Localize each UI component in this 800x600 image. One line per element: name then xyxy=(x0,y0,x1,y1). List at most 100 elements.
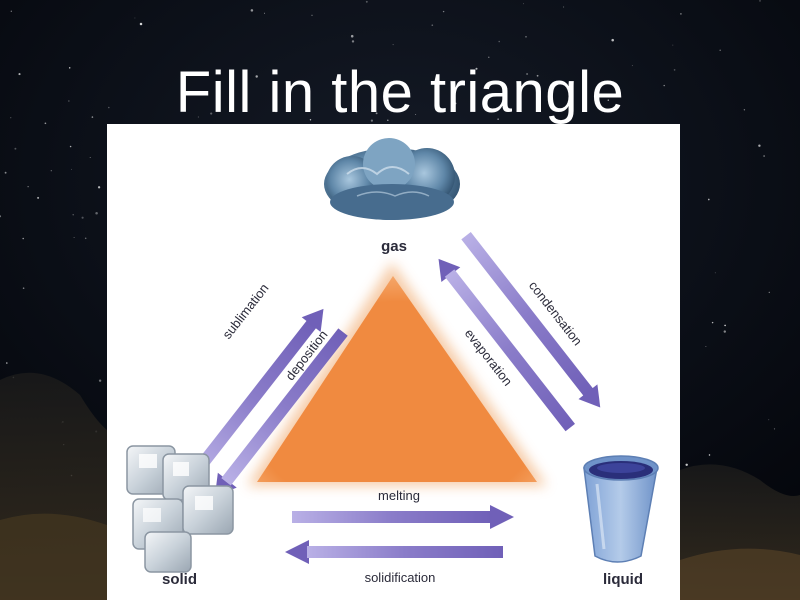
diagram-canvas: gas sublimation deposition condensation xyxy=(126,138,659,588)
star xyxy=(498,40,500,43)
star xyxy=(773,428,776,430)
cloud-icon xyxy=(324,138,460,220)
star xyxy=(708,454,711,456)
star xyxy=(69,145,72,148)
star xyxy=(197,116,199,118)
star xyxy=(673,69,676,71)
star xyxy=(631,65,633,67)
star xyxy=(10,10,12,12)
central-triangle-fill xyxy=(257,276,537,482)
ice-cubes-icon xyxy=(126,445,234,573)
star xyxy=(250,9,254,12)
star xyxy=(387,119,389,122)
star xyxy=(714,272,716,274)
star xyxy=(680,13,682,15)
star xyxy=(370,119,373,122)
process-label-condensation: condensation xyxy=(526,278,585,348)
star xyxy=(563,6,565,8)
star xyxy=(672,44,674,46)
star xyxy=(68,100,70,102)
star xyxy=(73,237,75,238)
star xyxy=(768,291,770,294)
star xyxy=(488,56,490,58)
star xyxy=(89,157,91,158)
star xyxy=(14,147,17,150)
star xyxy=(81,216,84,219)
state-label-liquid: liquid xyxy=(603,571,643,588)
star xyxy=(355,110,358,113)
star xyxy=(711,321,714,324)
star xyxy=(139,22,143,26)
condensation-arrow xyxy=(461,232,601,408)
star xyxy=(50,170,52,172)
star xyxy=(311,14,313,16)
star xyxy=(415,114,417,115)
states-of-matter-diagram: gas sublimation deposition condensation xyxy=(107,124,680,600)
star xyxy=(759,0,761,2)
star xyxy=(497,118,499,120)
star xyxy=(768,419,770,421)
star xyxy=(10,117,12,119)
star xyxy=(274,110,278,113)
star xyxy=(475,67,478,70)
star xyxy=(707,198,710,201)
star xyxy=(523,3,524,5)
sublimation-arrow xyxy=(190,308,324,477)
star xyxy=(350,34,354,38)
star xyxy=(4,171,7,174)
star xyxy=(98,379,102,382)
water-cup-icon xyxy=(583,455,659,563)
star xyxy=(72,213,74,216)
star xyxy=(37,196,40,199)
melting-arrow xyxy=(292,505,514,529)
slide-title: Fill in the triangle xyxy=(175,60,625,125)
star xyxy=(5,362,8,364)
star xyxy=(723,330,726,333)
star xyxy=(264,12,265,14)
star xyxy=(724,324,726,327)
star xyxy=(107,106,110,109)
star xyxy=(27,186,29,188)
star xyxy=(758,144,761,147)
star xyxy=(84,237,87,240)
star xyxy=(255,75,258,78)
star xyxy=(22,237,25,240)
star xyxy=(44,122,47,125)
star xyxy=(309,119,312,121)
star xyxy=(454,102,457,105)
star xyxy=(68,67,71,69)
star xyxy=(95,211,98,215)
star xyxy=(663,84,665,87)
star xyxy=(685,463,688,467)
star xyxy=(91,116,94,118)
star xyxy=(97,186,101,189)
state-label-gas: gas xyxy=(381,238,407,255)
star xyxy=(375,112,378,115)
star xyxy=(525,35,527,38)
solidification-arrow xyxy=(285,540,503,564)
star xyxy=(134,17,136,19)
star xyxy=(431,24,434,27)
star xyxy=(526,72,529,76)
star xyxy=(763,155,765,157)
star xyxy=(442,10,445,13)
star xyxy=(71,168,72,170)
star xyxy=(611,38,614,42)
star xyxy=(705,346,707,347)
star xyxy=(392,44,394,46)
star xyxy=(22,287,25,290)
star xyxy=(0,215,2,218)
star xyxy=(743,109,746,111)
star xyxy=(536,74,539,77)
process-label-sublimation: sublimation xyxy=(219,281,271,342)
star xyxy=(18,73,21,76)
process-label-solidification: solidification xyxy=(365,570,436,585)
evaporation-arrow xyxy=(438,258,575,432)
star xyxy=(365,0,368,3)
star xyxy=(719,49,721,52)
star xyxy=(210,112,213,115)
star xyxy=(351,40,355,43)
state-label-solid: solid xyxy=(162,571,197,588)
star xyxy=(607,99,610,101)
